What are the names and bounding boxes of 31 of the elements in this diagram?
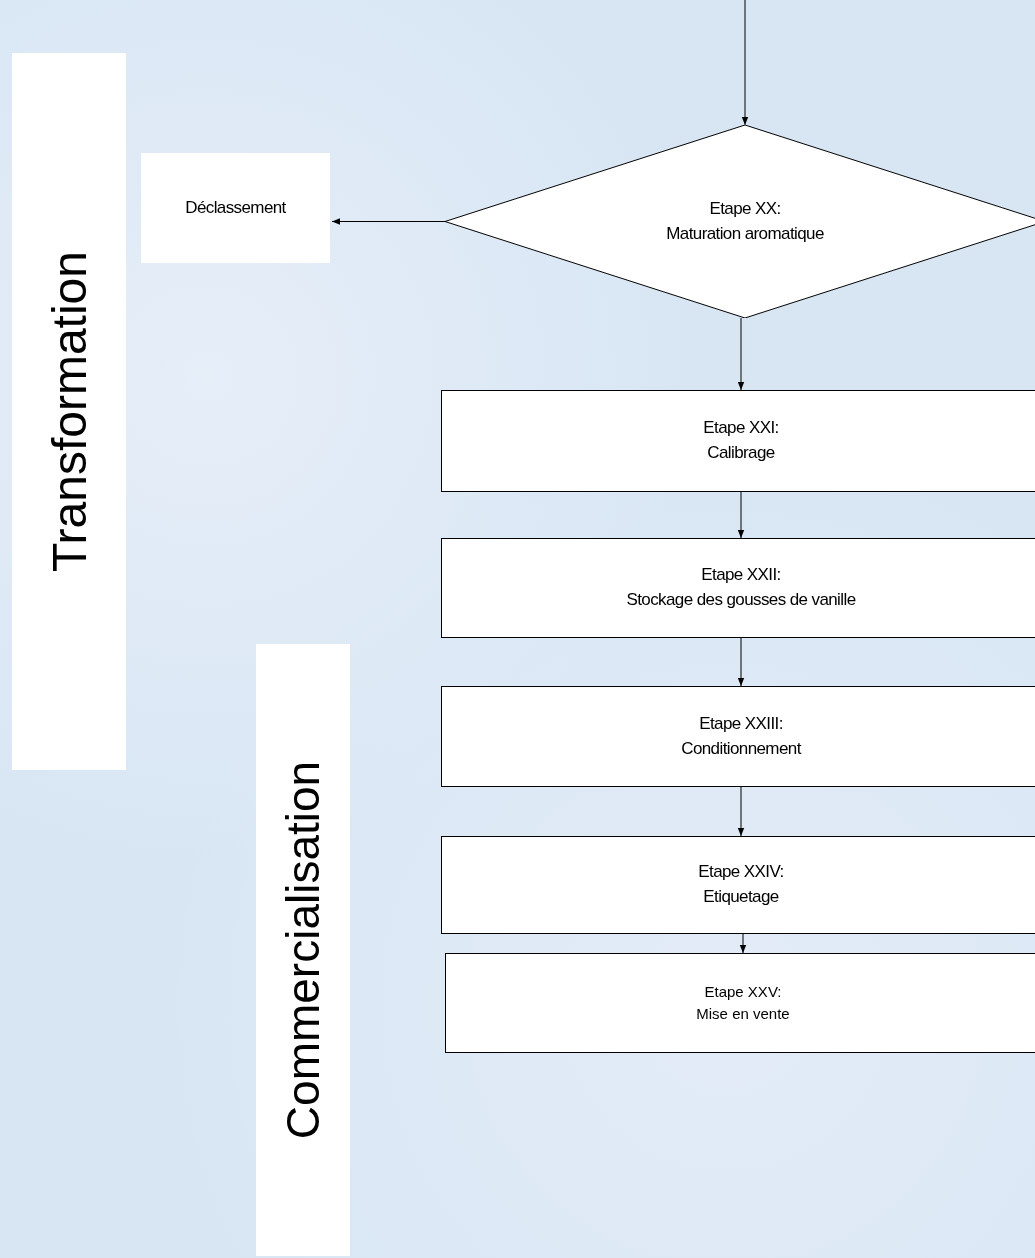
step-label: Etiquetage <box>702 886 780 908</box>
step-label: Etape XX: <box>708 197 782 220</box>
arrow <box>741 0 749 126</box>
step-label: Mise en vente <box>695 1004 791 1024</box>
step-label: Conditionnement <box>680 737 803 760</box>
section-band <box>12 53 126 770</box>
process-box <box>441 836 1035 934</box>
section-title: Transformation <box>41 251 97 572</box>
outcome-box <box>141 153 330 263</box>
step-label: Etape XXV: <box>703 982 783 1003</box>
arrow <box>331 218 446 225</box>
step-label: Etape XXIII: <box>698 712 784 735</box>
step-label: Etape XXII: <box>700 564 782 587</box>
step-label: Etape XXIV: <box>697 861 785 884</box>
process-box <box>441 538 1035 638</box>
decision-diamond <box>445 125 1035 318</box>
step-label: Stockage des gousses de vanille <box>625 589 857 611</box>
process-box <box>445 953 1035 1053</box>
arrow <box>737 637 745 687</box>
arrow <box>739 933 747 954</box>
arrow <box>737 786 745 837</box>
process-box <box>441 686 1035 787</box>
step-label: Maturation aromatique <box>665 222 825 245</box>
step-label: Etape XXI: <box>702 417 780 440</box>
arrow <box>737 317 745 391</box>
arrow <box>737 491 745 539</box>
step-label: Déclassement <box>184 196 287 219</box>
process-box <box>441 390 1035 492</box>
section-title: Commercialisation <box>276 760 330 1140</box>
step-label: Calibrage <box>706 442 776 464</box>
section-band <box>256 644 350 1256</box>
